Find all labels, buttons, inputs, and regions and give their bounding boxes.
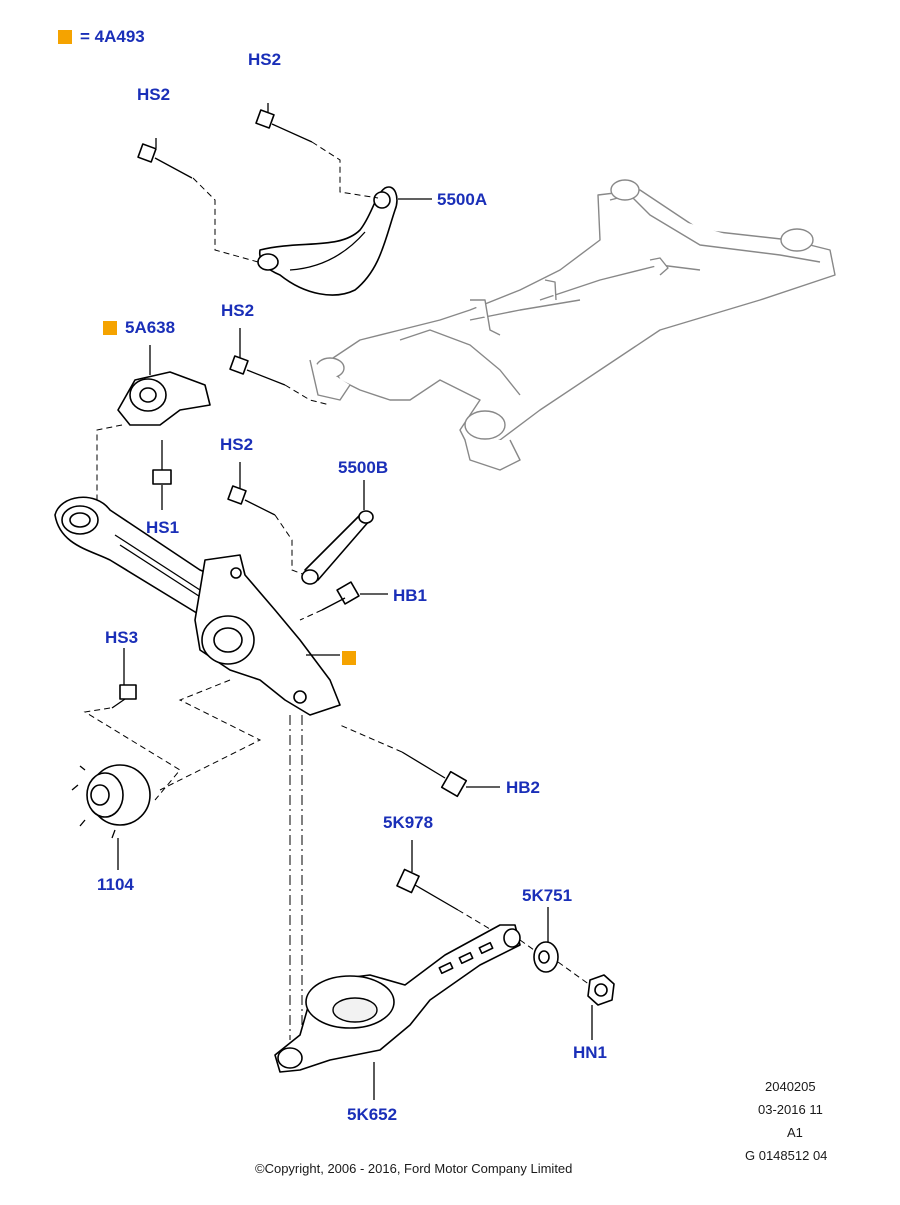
- label-hs2-mid: HS2: [221, 301, 255, 320]
- leader-hb2: [339, 724, 403, 753]
- label-5a638-swatch: [103, 321, 117, 335]
- bolt-hs2-mid: [229, 328, 286, 386]
- ref-code: 2040205: [765, 1079, 816, 1094]
- bolt-hs1: [152, 440, 172, 510]
- bushing-5a638: [117, 345, 211, 426]
- leader-washer: [519, 939, 535, 951]
- label-hs2-lower: HS2: [220, 435, 254, 454]
- leader-hb1: [299, 609, 323, 621]
- bolt-hs3: [111, 648, 137, 709]
- legend-swatch: [58, 30, 72, 44]
- label-5k751: 5K751: [522, 886, 573, 905]
- bolt-5k978: [396, 840, 459, 911]
- rear-subframe: [309, 179, 836, 471]
- ref-number: G 0148512 04: [745, 1148, 828, 1163]
- label-hs3: HS3: [105, 628, 139, 647]
- bolt-hs2-left: [137, 138, 193, 179]
- legend-text: = 4A493: [80, 27, 145, 46]
- label-knuckle-swatch: [342, 651, 356, 665]
- link-5500b: [301, 480, 374, 585]
- bolt-hb2: [401, 751, 500, 798]
- ref-date: 03-2016 11: [758, 1102, 823, 1117]
- label-hs2-left: HS2: [137, 85, 171, 104]
- label-hb2: HB2: [506, 778, 541, 797]
- lower-arm-5k652: [274, 924, 521, 1100]
- leader-hs2-top: [311, 141, 379, 199]
- label-hb1: HB1: [393, 586, 428, 605]
- leader-hs2-left: [192, 177, 259, 263]
- label-5500b: 5500B: [338, 458, 389, 477]
- ref-rev: A1: [787, 1125, 803, 1140]
- bolt-hs2-lower: [227, 462, 276, 516]
- leader-hs3: [83, 707, 181, 801]
- label-hs1: HS1: [146, 518, 180, 537]
- leader-nut: [557, 961, 591, 986]
- wheel-hub-1104: [71, 764, 151, 870]
- leader-hub: [159, 679, 262, 791]
- label-hs2-top: HS2: [248, 50, 282, 69]
- label-5500a: 5500A: [437, 190, 488, 209]
- label-1104: 1104: [97, 875, 134, 894]
- label-hn1: HN1: [573, 1043, 608, 1062]
- nut-hn1: [587, 974, 615, 1040]
- leader-hs2-lower: [274, 514, 306, 576]
- washer-5k751: [533, 907, 559, 973]
- bolt-hb1: [321, 581, 388, 611]
- bolt-hs2-top: [255, 103, 313, 143]
- leader-bushing: [96, 424, 123, 500]
- label-5k652: 5K652: [347, 1105, 398, 1124]
- label-5k978: 5K978: [383, 813, 434, 832]
- copyright: ©Copyright, 2006 - 2016, Ford Motor Comp…: [255, 1161, 573, 1176]
- label-5a638: 5A638: [125, 318, 176, 337]
- upper-control-arm-5500a: [257, 186, 398, 296]
- leader-hs2-mid: [284, 384, 331, 406]
- knuckle-4a493: [194, 554, 341, 716]
